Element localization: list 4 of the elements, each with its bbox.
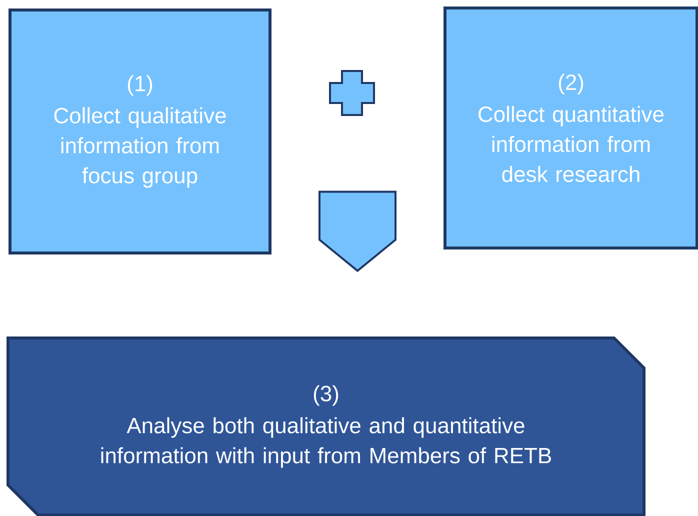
block-arrow xyxy=(318,190,396,272)
process-box: (3) Analyse both qualitative and quantitative information with input from Members of RETB xyxy=(6,336,646,516)
process-box: (2) Collect quantitative information from desk research xyxy=(444,6,698,250)
process-box: (1) Collect qualitative information from focus group xyxy=(8,8,272,254)
